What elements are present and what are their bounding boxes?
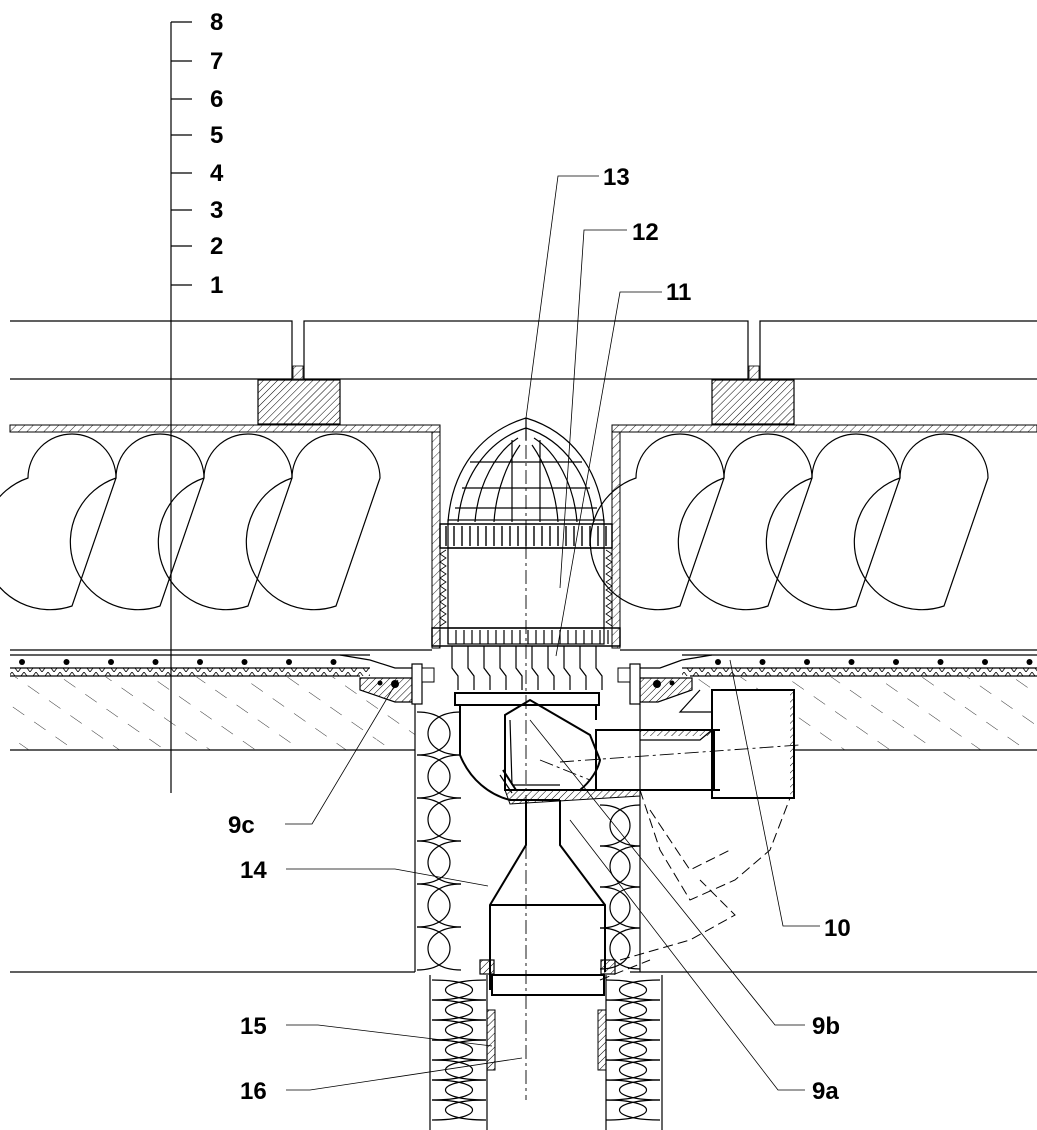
leader-11: [555, 291, 662, 657]
leader-12: [559, 229, 627, 589]
drain-flange-9c: [359, 663, 693, 705]
leader-9c: [285, 679, 399, 825]
layer-label-6: 6: [210, 86, 223, 113]
insulation-cover-layer: [9, 424, 1037, 649]
leader-9b: [529, 719, 805, 1026]
concrete-slab: [10, 677, 1037, 973]
pipe-insulation-15: [431, 979, 661, 1121]
drain-body: [454, 420, 801, 1100]
paving-slabs: [10, 320, 1037, 380]
callout-11: 11: [666, 279, 691, 306]
layer-label-2: 2: [210, 233, 223, 260]
slab-pedestals: [257, 379, 795, 425]
leader-16: [286, 1057, 523, 1091]
leader-15: [286, 1024, 493, 1047]
layer-label-ladder: 8 7 6 5 4 3 2 1: [170, 9, 224, 793]
callout-9b: 9b: [812, 1013, 840, 1040]
callout-10: 10: [824, 915, 851, 942]
leader-14: [286, 868, 489, 887]
pipe-transition-14: [479, 800, 616, 996]
callout-9c: 9c: [228, 812, 255, 839]
leader-13: [525, 175, 599, 419]
thermal-insulation-right: [589, 433, 1037, 651]
callout-14: 14: [240, 857, 267, 884]
waterproofing-membrane: [10, 654, 1037, 677]
callout-12: 12: [632, 219, 659, 246]
layer-label-1: 1: [210, 272, 223, 299]
layer-label-8: 8: [210, 9, 223, 36]
callout-15: 15: [240, 1013, 267, 1040]
leader-10: [729, 659, 820, 927]
callout-leaders: [285, 175, 820, 1091]
shaft-insulation: [416, 711, 641, 971]
layer-label-7: 7: [210, 48, 223, 75]
layer-label-4: 4: [210, 160, 224, 187]
callout-9a: 9a: [812, 1078, 839, 1105]
layer-label-3: 3: [210, 197, 223, 224]
callout-16: 16: [240, 1078, 267, 1105]
extension-riser-12: [431, 519, 621, 690]
callout-labels: 13 12 11 9c 14 10 15 9b 16 9a: [228, 164, 851, 1105]
thermal-insulation-left: [0, 433, 432, 651]
callout-13: 13: [603, 164, 630, 191]
leader-9a: [569, 819, 805, 1091]
layer-label-5: 5: [210, 122, 223, 149]
